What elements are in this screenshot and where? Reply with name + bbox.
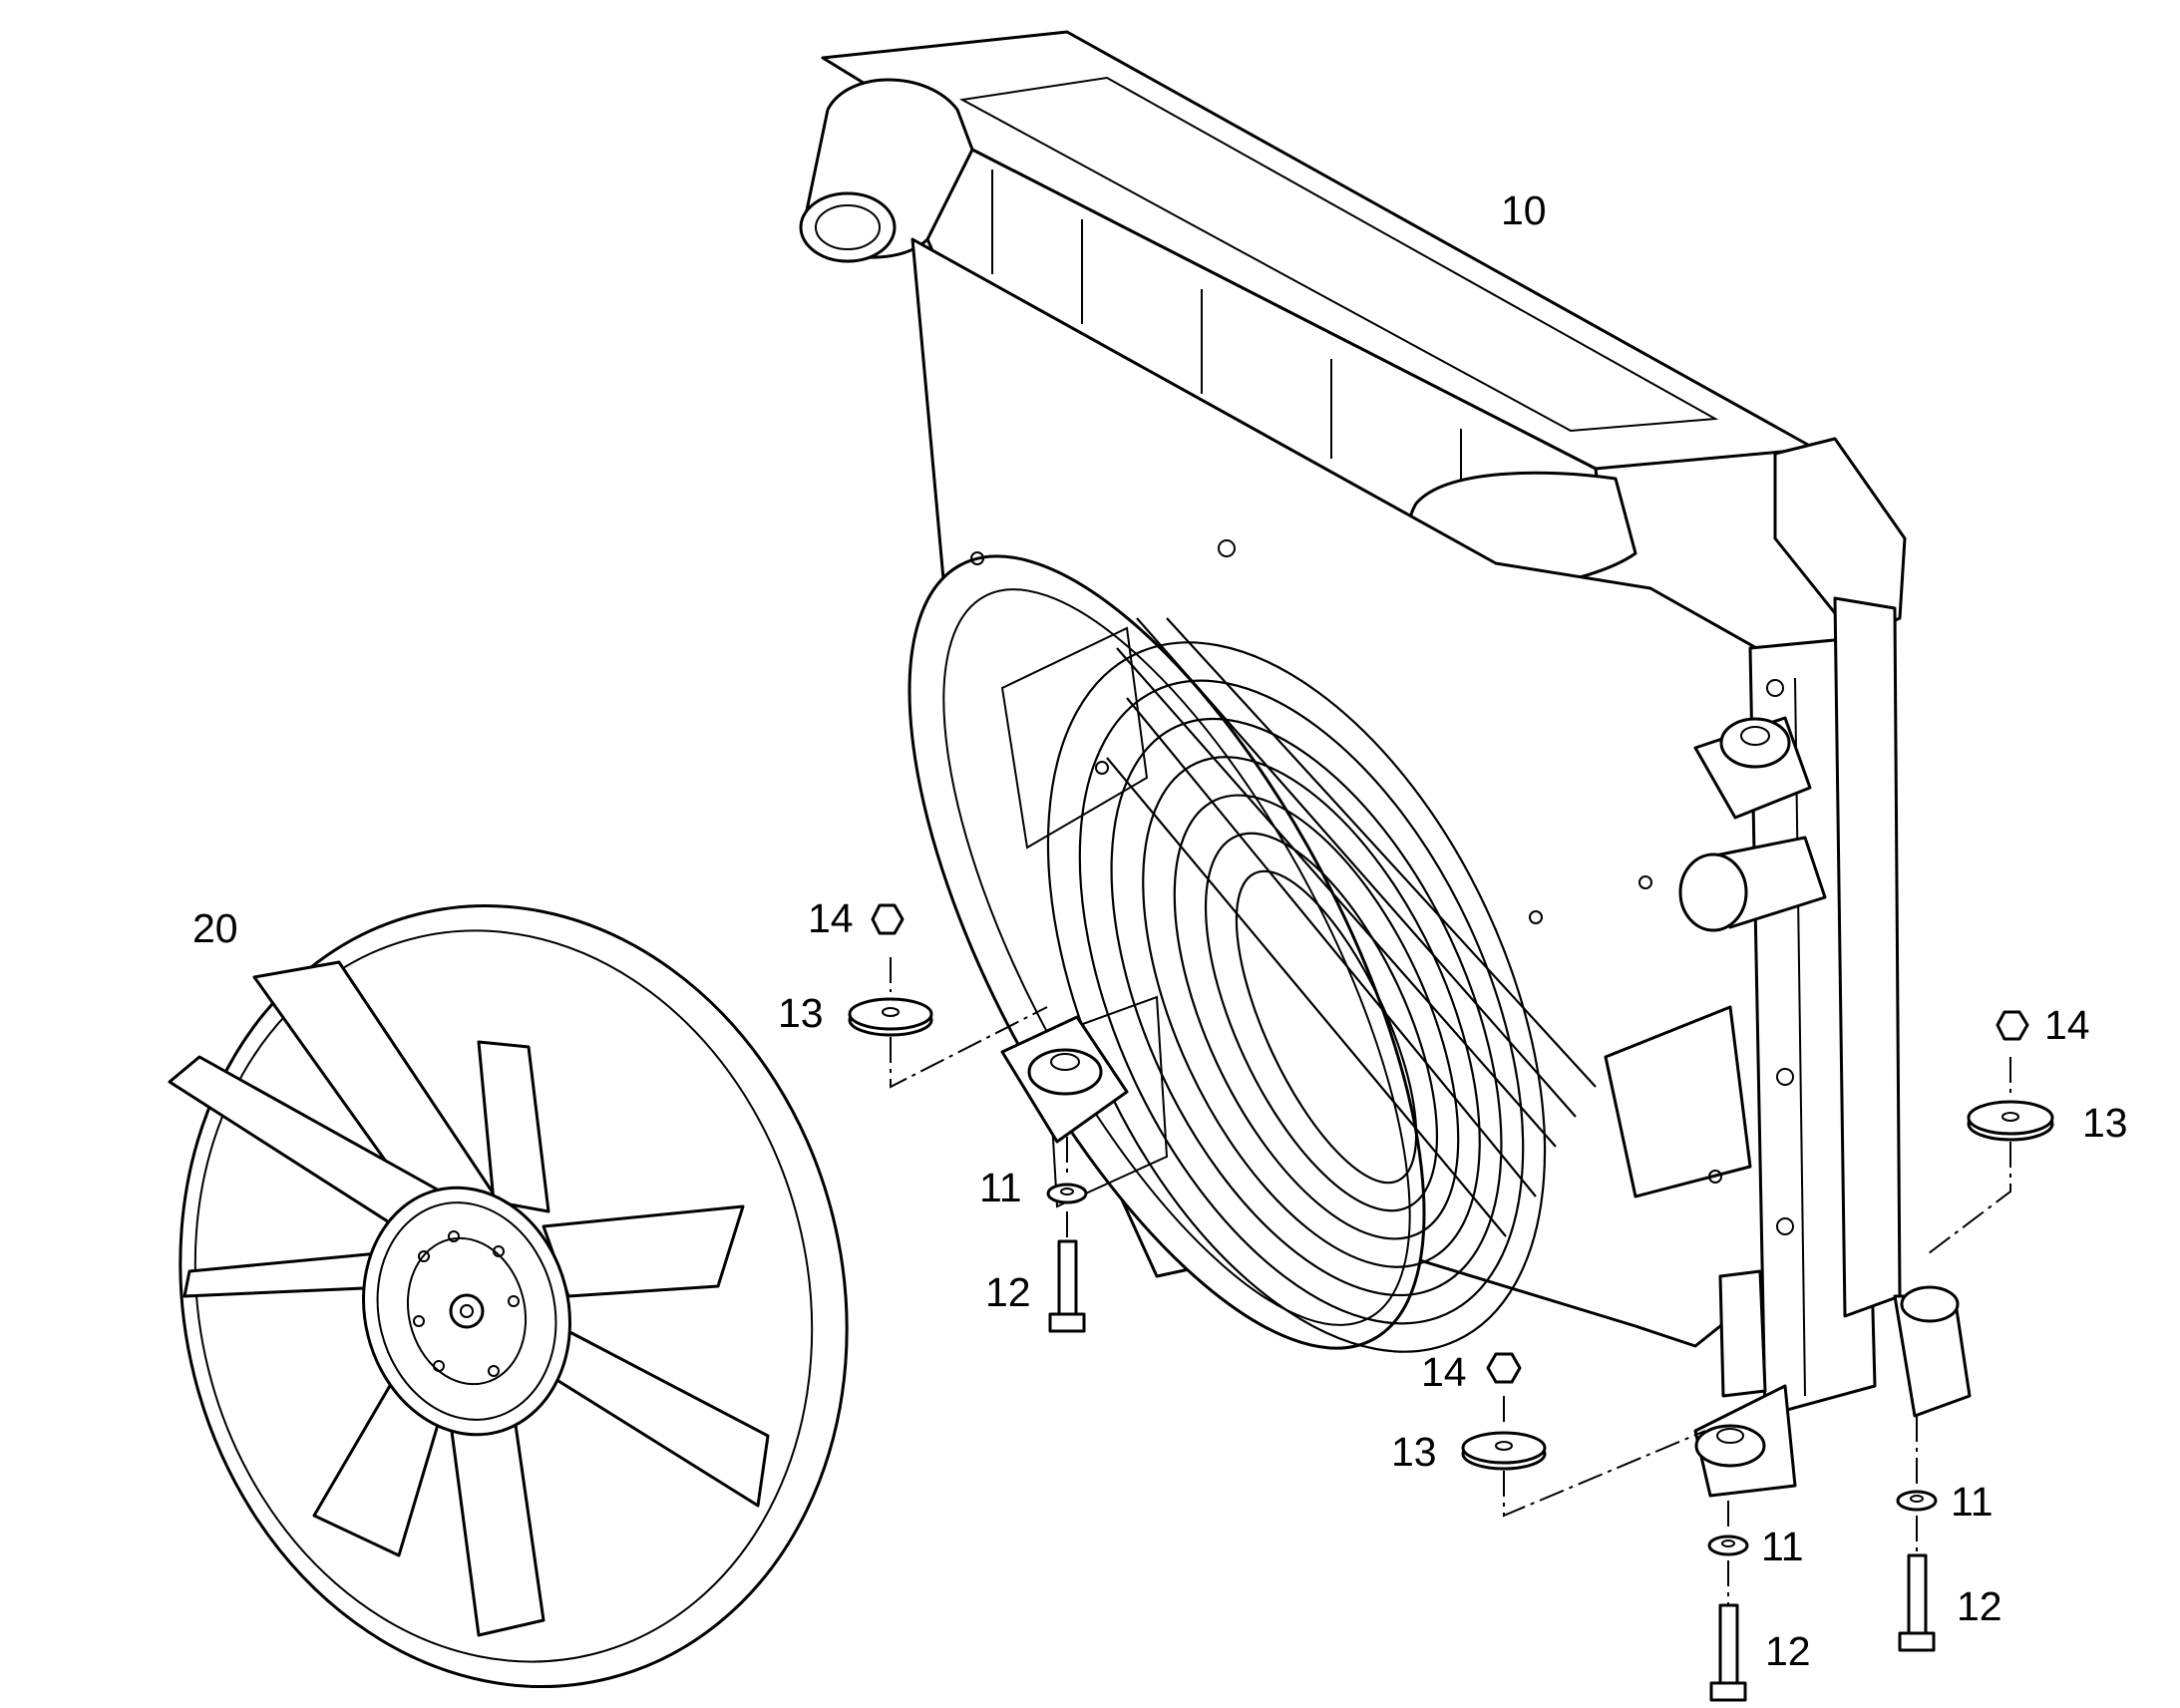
hardware-right (1896, 1010, 2054, 1652)
callout-11-left: 11 (979, 1165, 1022, 1210)
cooling-fan (168, 904, 849, 1688)
callout-13-left: 13 (778, 990, 824, 1036)
callout-20: 20 (192, 905, 238, 951)
callout-14-right: 14 (2044, 1002, 2090, 1048)
callout-11-center: 11 (1761, 1524, 1804, 1569)
radiator-assembly (799, 30, 1972, 1498)
callout-11-right: 11 (1951, 1479, 1994, 1525)
callout-12-right: 12 (1957, 1583, 2002, 1629)
callout-13-right: 13 (2082, 1100, 2128, 1146)
callout-12-center: 12 (1765, 1628, 1811, 1674)
callout-14-center: 14 (1421, 1349, 1467, 1395)
callout-10: 10 (1501, 187, 1547, 233)
callout-13-center: 13 (1391, 1429, 1437, 1475)
callout-14-left: 14 (808, 895, 854, 941)
callout-12-left: 12 (985, 1269, 1031, 1315)
hardware-left (848, 903, 1088, 1333)
hardware-center (1461, 1352, 1749, 1702)
fan-guard-grid (1046, 617, 1597, 1353)
